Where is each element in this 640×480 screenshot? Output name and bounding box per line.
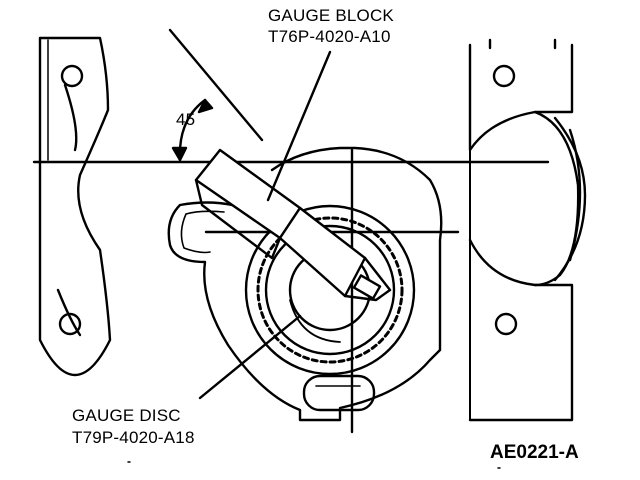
gauge-disc-leader [198,314,302,400]
left-lower-bolt-hole [58,312,82,336]
lower-oval-boss [302,374,376,412]
right-upper-bolt-hole [492,64,516,88]
right-bearing-cap [468,38,574,422]
angle-arrowhead-upper [197,98,214,114]
gauge-block [194,148,392,302]
extension-housing-outline [167,146,443,422]
gauge-block-leader [266,50,332,202]
crankshaft-journal-end [533,110,587,287]
gauge-block-name: GAUGE BLOCK [268,6,394,25]
figure-id: AE0221-A [490,442,579,463]
left-bearing-cap [38,36,112,377]
right-lower-bolt-hole [494,312,518,336]
gauge-block-part-number: T76P-4020-A10 [268,27,391,46]
angle-reference-line [168,28,264,142]
gauge-disc-name: GAUGE DISC [72,406,181,425]
angle-arrowhead-lower [171,146,188,162]
angle-label: 45 [176,110,196,129]
left-upper-bolt-hole [60,64,84,88]
gauge-disc-part-number: T79P-4020-A18 [72,428,195,447]
